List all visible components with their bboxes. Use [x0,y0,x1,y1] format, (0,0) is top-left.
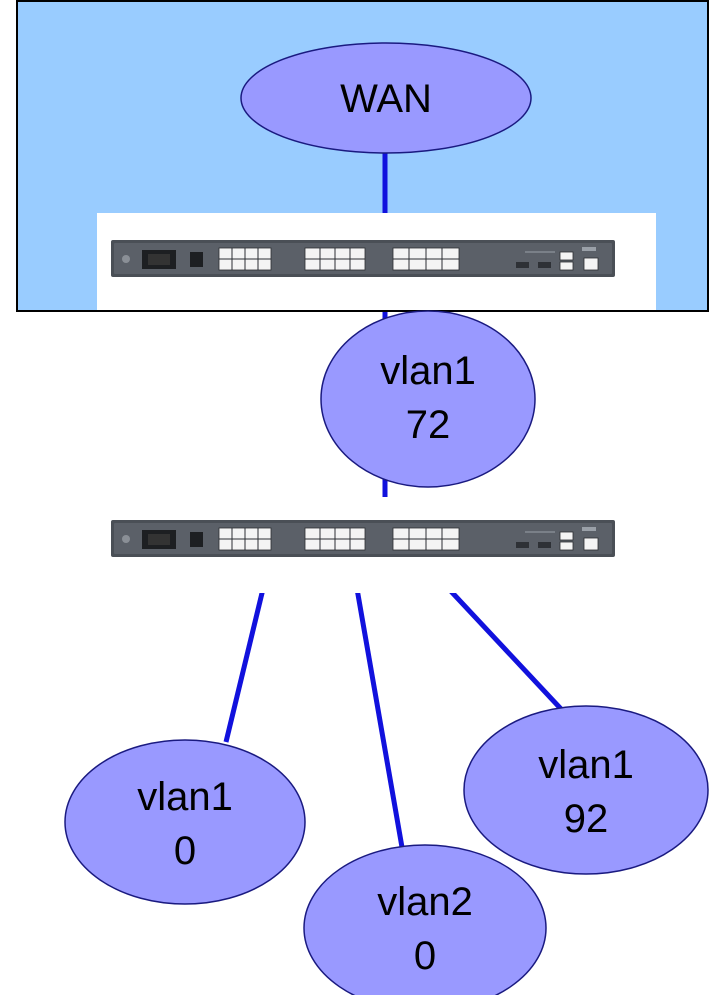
network-switch-icon [111,240,615,277]
vlan192-label-line2: 92 [564,797,609,841]
vlan20-node: vlan2 0 [303,844,547,995]
wan-node: WAN [240,42,532,154]
top-port-group-2 [304,247,366,271]
wan-label: WAN [340,77,432,121]
top-port-group-1 [218,247,272,271]
top-port-group-3 [392,247,460,271]
vlan20-label-line2: 0 [414,934,436,978]
vlan10-label-line1: vlan1 [137,775,233,819]
vlan10-node: vlan1 0 [64,739,306,905]
vlan172-label-line2: 72 [406,403,451,447]
vlan172-node: vlan1 72 [320,310,536,488]
vlan20-label-line1: vlan2 [377,880,473,924]
top-switch [97,213,656,310]
bottom-port-group-1 [218,527,272,551]
vlan172-label-line1: vlan1 [380,349,476,393]
network-switch-icon [111,520,615,557]
vlan10-label-line2: 0 [174,829,196,873]
vlan192-node: vlan1 92 [463,705,709,875]
bottom-port-group-3 [392,527,460,551]
bottom-switch [97,497,656,593]
bottom-port-group-2 [304,527,366,551]
vlan192-label-line1: vlan1 [538,743,634,787]
link-bottom-switch-to-vlan20 [349,559,406,854]
